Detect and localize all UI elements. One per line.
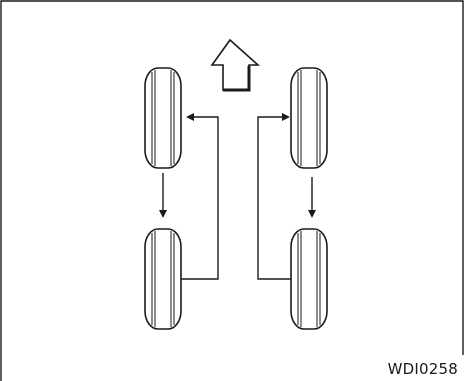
front-right-tire-icon	[290, 67, 328, 169]
front-left-tire-icon	[144, 67, 182, 169]
forward-arrow-icon	[210, 38, 261, 92]
rear-right-tire-icon	[290, 228, 328, 330]
figure-code: WDI0258	[387, 360, 458, 378]
rear-right-to-front-right-arrow	[257, 113, 291, 280]
rear-left-to-front-left-arrow	[181, 113, 219, 280]
rear-left-tire-icon	[144, 228, 182, 330]
